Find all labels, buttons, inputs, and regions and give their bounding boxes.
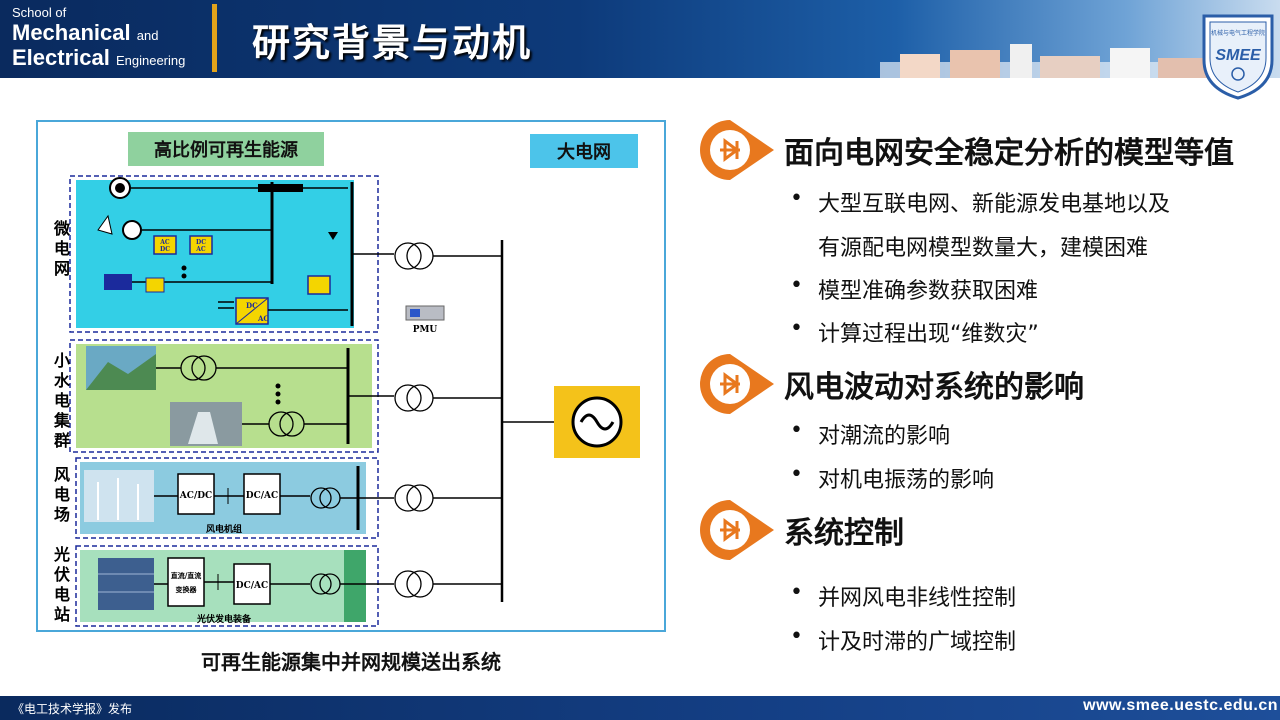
- diode-section-icon: [700, 354, 774, 414]
- bullet-text: 对潮流的影响: [818, 418, 950, 450]
- diode-section-icon: [700, 120, 774, 180]
- smee-logo-icon: 机械与电气工程学院 SMEE: [1198, 10, 1278, 100]
- conv-pmsg-dc: DC: [246, 301, 258, 310]
- conv-wind-dcac: DC/AC: [246, 491, 278, 501]
- bullet-dot: •: [790, 624, 803, 649]
- renewable-grid-diagram: 高比例可再生能源 大电网 微 电 网 AC DC DC AC DC AC: [36, 120, 666, 632]
- diode-section-icon: [700, 500, 774, 560]
- logo-text: SMEE: [1215, 47, 1262, 64]
- bullet-text: 模型准确参数获取困难: [818, 273, 1038, 305]
- label-grid: 大电网: [557, 141, 611, 163]
- group-wind-1: 风: [54, 465, 70, 484]
- campus-skyline-image: [880, 40, 1210, 78]
- group-wind-3: 场: [54, 505, 70, 524]
- pmu-label: PMU: [413, 325, 438, 335]
- bullet-text: 对机电振荡的影响: [818, 462, 994, 494]
- header-banner: School of Mechanical and Electrical Engi…: [0, 0, 1280, 78]
- group-pv-1: 光: [53, 545, 70, 564]
- pv-dcdc-label: 直流/直流: [171, 571, 202, 580]
- group-microgrid-3: 网: [54, 259, 70, 278]
- bullet-text: 计及时滞的广域控制: [818, 624, 1016, 656]
- bullet-text: 大型互联电网、新能源发电基地以及: [818, 186, 1170, 218]
- bullet-dot: •: [790, 186, 803, 211]
- footer-bar: 《电工技术学报》发布 www.smee.uestc.edu.cn: [0, 696, 1280, 720]
- school-line2: Mechanical: [12, 20, 131, 45]
- bullet-text: 并网风电非线性控制: [818, 580, 1016, 612]
- bullet-text: 计算过程出现“维数灾”: [818, 316, 1039, 348]
- group-pv-2: 伏: [54, 565, 70, 584]
- school-line3: Electrical: [12, 45, 110, 70]
- page-title: 研究背景与动机: [252, 12, 532, 67]
- conv-microgrid-acdc-b: DC: [160, 246, 170, 253]
- conv-wind-acdc: AC/DC: [179, 491, 212, 501]
- group-hydro-5: 群: [54, 431, 70, 450]
- bullet-dot: •: [790, 316, 803, 341]
- conv-pv-dcac: DC/AC: [236, 581, 268, 591]
- diagram-canvas: 高比例可再生能源 大电网 微 电 网 AC DC DC AC DC AC: [38, 122, 664, 630]
- group-wind-2: 电: [54, 485, 70, 504]
- group-pv-4: 站: [54, 605, 70, 624]
- section-title: 面向电网安全稳定分析的模型等值: [784, 128, 1234, 172]
- pv-unit-label: 光伏发电装备: [196, 613, 252, 625]
- label-renewable: 高比例可再生能源: [154, 139, 298, 161]
- group-microgrid-2: 电: [54, 239, 70, 258]
- group-hydro-3: 电: [54, 391, 70, 410]
- school-name: School of Mechanical and Electrical Engi…: [12, 6, 185, 69]
- header-divider: [212, 4, 217, 72]
- section-title: 风电波动对系统的影响: [784, 362, 1084, 406]
- group-hydro-4: 集: [53, 411, 71, 430]
- bullet-dot: •: [790, 418, 803, 443]
- wind-unit-label: 风电机组: [206, 523, 242, 535]
- bullet-dot: •: [790, 580, 803, 605]
- group-hydro-1: 小: [54, 351, 70, 370]
- website-link[interactable]: www.smee.uestc.edu.cn: [1083, 697, 1278, 715]
- conv-microgrid-dcac-a: DC: [196, 239, 206, 246]
- publisher-label: 《电工技术学报》发布: [12, 700, 132, 717]
- school-line2-small: and: [137, 28, 159, 43]
- section-title: 系统控制: [784, 508, 904, 552]
- conv-pmsg-ac: AC: [257, 314, 269, 323]
- logo-caption: 机械与电气工程学院: [1211, 29, 1265, 37]
- bullet-dot: •: [790, 273, 803, 298]
- diagram-caption: 可再生能源集中并网规模送出系统: [36, 646, 666, 675]
- conv-microgrid-acdc-a: AC: [159, 239, 170, 246]
- bullet-dot: •: [790, 462, 803, 487]
- group-microgrid-1: 微: [53, 219, 71, 238]
- conv-microgrid-dcac-b: AC: [195, 246, 206, 253]
- school-line3-small: Engineering: [116, 53, 185, 68]
- school-line1: School of: [12, 6, 185, 19]
- pv-boost-label: 变换器: [176, 585, 198, 594]
- bullet-continuation: 有源配电网模型数量大，建模困难: [818, 230, 1148, 262]
- group-hydro-2: 水: [54, 371, 71, 390]
- group-pv-3: 电: [54, 585, 70, 604]
